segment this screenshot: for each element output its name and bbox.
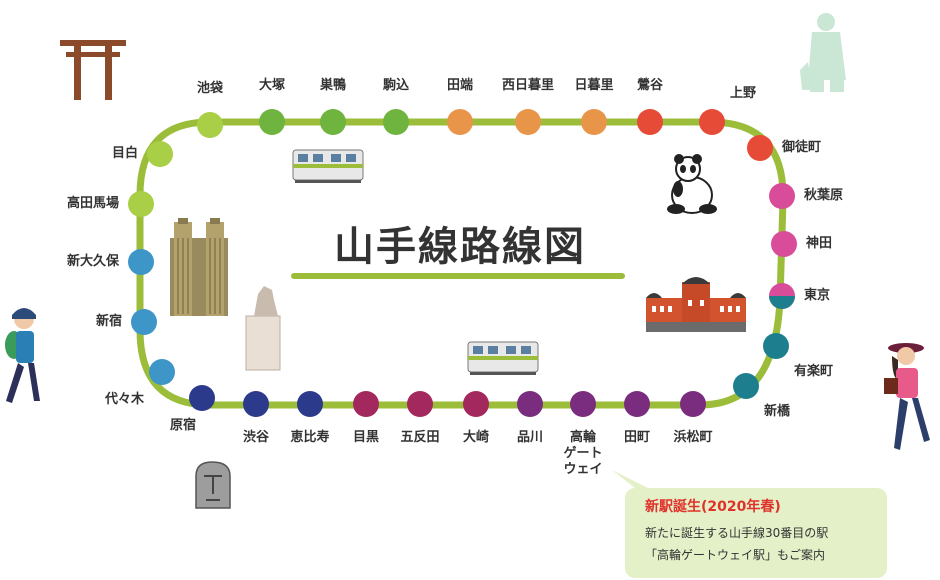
station-label: 鶯谷 xyxy=(636,78,664,93)
station-label: 代々木 xyxy=(104,392,144,407)
note-line-2: 「高輪ゲートウェイ駅」もご案内 xyxy=(645,548,826,562)
station-label: 渋谷 xyxy=(242,430,270,445)
map-title: 山手線路線図 xyxy=(334,224,586,270)
station-dot xyxy=(259,109,285,135)
note-pointer xyxy=(612,470,656,492)
station-dot xyxy=(243,391,269,417)
station-label: 新大久保 xyxy=(66,254,119,269)
station-label: 新橋 xyxy=(764,404,791,419)
station-label: 巣鴨 xyxy=(319,78,347,93)
station-label: 日暮里 xyxy=(574,78,614,93)
station-dot-transfer xyxy=(769,296,795,309)
station-label: 新宿 xyxy=(95,314,122,329)
station-dot xyxy=(517,391,543,417)
station-dot xyxy=(763,333,789,359)
moai-icon xyxy=(195,461,231,509)
station-label: 田町 xyxy=(623,430,651,445)
hachiko-statue-icon xyxy=(245,286,281,371)
station-label: 秋葉原 xyxy=(804,188,844,203)
station-dot xyxy=(149,359,175,385)
station-label: 目白 xyxy=(111,146,138,161)
station-dot xyxy=(624,391,650,417)
station-dot xyxy=(771,231,797,257)
station-label: 五反田 xyxy=(400,430,440,445)
station-dot xyxy=(197,112,223,138)
station-dot xyxy=(297,391,323,417)
skyscraper-icon xyxy=(170,218,228,316)
station-dot xyxy=(733,373,759,399)
station-label: 田端 xyxy=(446,78,474,93)
station-dot xyxy=(147,141,173,167)
station-label: 駒込 xyxy=(382,78,410,93)
station-dot xyxy=(637,109,663,135)
train-icon xyxy=(467,341,539,375)
station-dot xyxy=(128,191,154,217)
station-label: 高輪 ゲート ウェイ xyxy=(563,430,603,477)
station-label: 西日暮里 xyxy=(501,78,555,93)
station-dot xyxy=(747,135,773,161)
station-dot xyxy=(131,309,157,335)
title-underline xyxy=(291,273,625,279)
station-dot xyxy=(699,109,725,135)
station-label: 神田 xyxy=(806,236,833,251)
new-station-note: 新駅誕生(2020年春) 新たに誕生する山手線30番目の駅 「高輪ゲートウェイ駅… xyxy=(625,488,887,578)
station-dot xyxy=(189,385,215,411)
station-dot xyxy=(447,109,473,135)
station-label: 池袋 xyxy=(196,81,224,96)
station-label: 品川 xyxy=(516,430,544,445)
station-dot xyxy=(463,391,489,417)
station-label: 目黒 xyxy=(352,430,380,445)
panda-icon xyxy=(667,154,717,214)
station-label: 有楽町 xyxy=(794,364,834,379)
station-label: 東京 xyxy=(804,288,831,303)
station-dot xyxy=(353,391,379,417)
station-label: 大崎 xyxy=(462,430,490,445)
station-dot xyxy=(128,249,154,275)
torii-icon xyxy=(60,40,126,100)
station-dot xyxy=(383,109,409,135)
station-label: 高田馬場 xyxy=(66,196,119,211)
station-dot xyxy=(680,391,706,417)
saigo-statue-icon xyxy=(800,13,846,92)
station-label: 御徒町 xyxy=(782,140,822,155)
station-dot xyxy=(769,183,795,209)
station-dot xyxy=(581,109,607,135)
station-dot xyxy=(320,109,346,135)
station-dots xyxy=(128,109,797,417)
station-label: 大塚 xyxy=(258,78,286,93)
station-dot xyxy=(515,109,541,135)
tourist-girl-icon xyxy=(884,343,930,450)
station-label: 浜松町 xyxy=(673,430,713,445)
hiker-girl-icon xyxy=(5,308,40,403)
note-line-1: 新たに誕生する山手線30番目の駅 xyxy=(645,526,829,540)
station-dot xyxy=(570,391,596,417)
station-label: 恵比寿 xyxy=(290,430,330,445)
note-heading: 新駅誕生(2020年春) xyxy=(645,499,781,515)
station-dot xyxy=(407,391,433,417)
station-label: 原宿 xyxy=(169,418,196,433)
train-icon xyxy=(292,149,364,183)
tokyo-station-icon xyxy=(646,277,746,332)
station-label: 上野 xyxy=(730,86,757,101)
